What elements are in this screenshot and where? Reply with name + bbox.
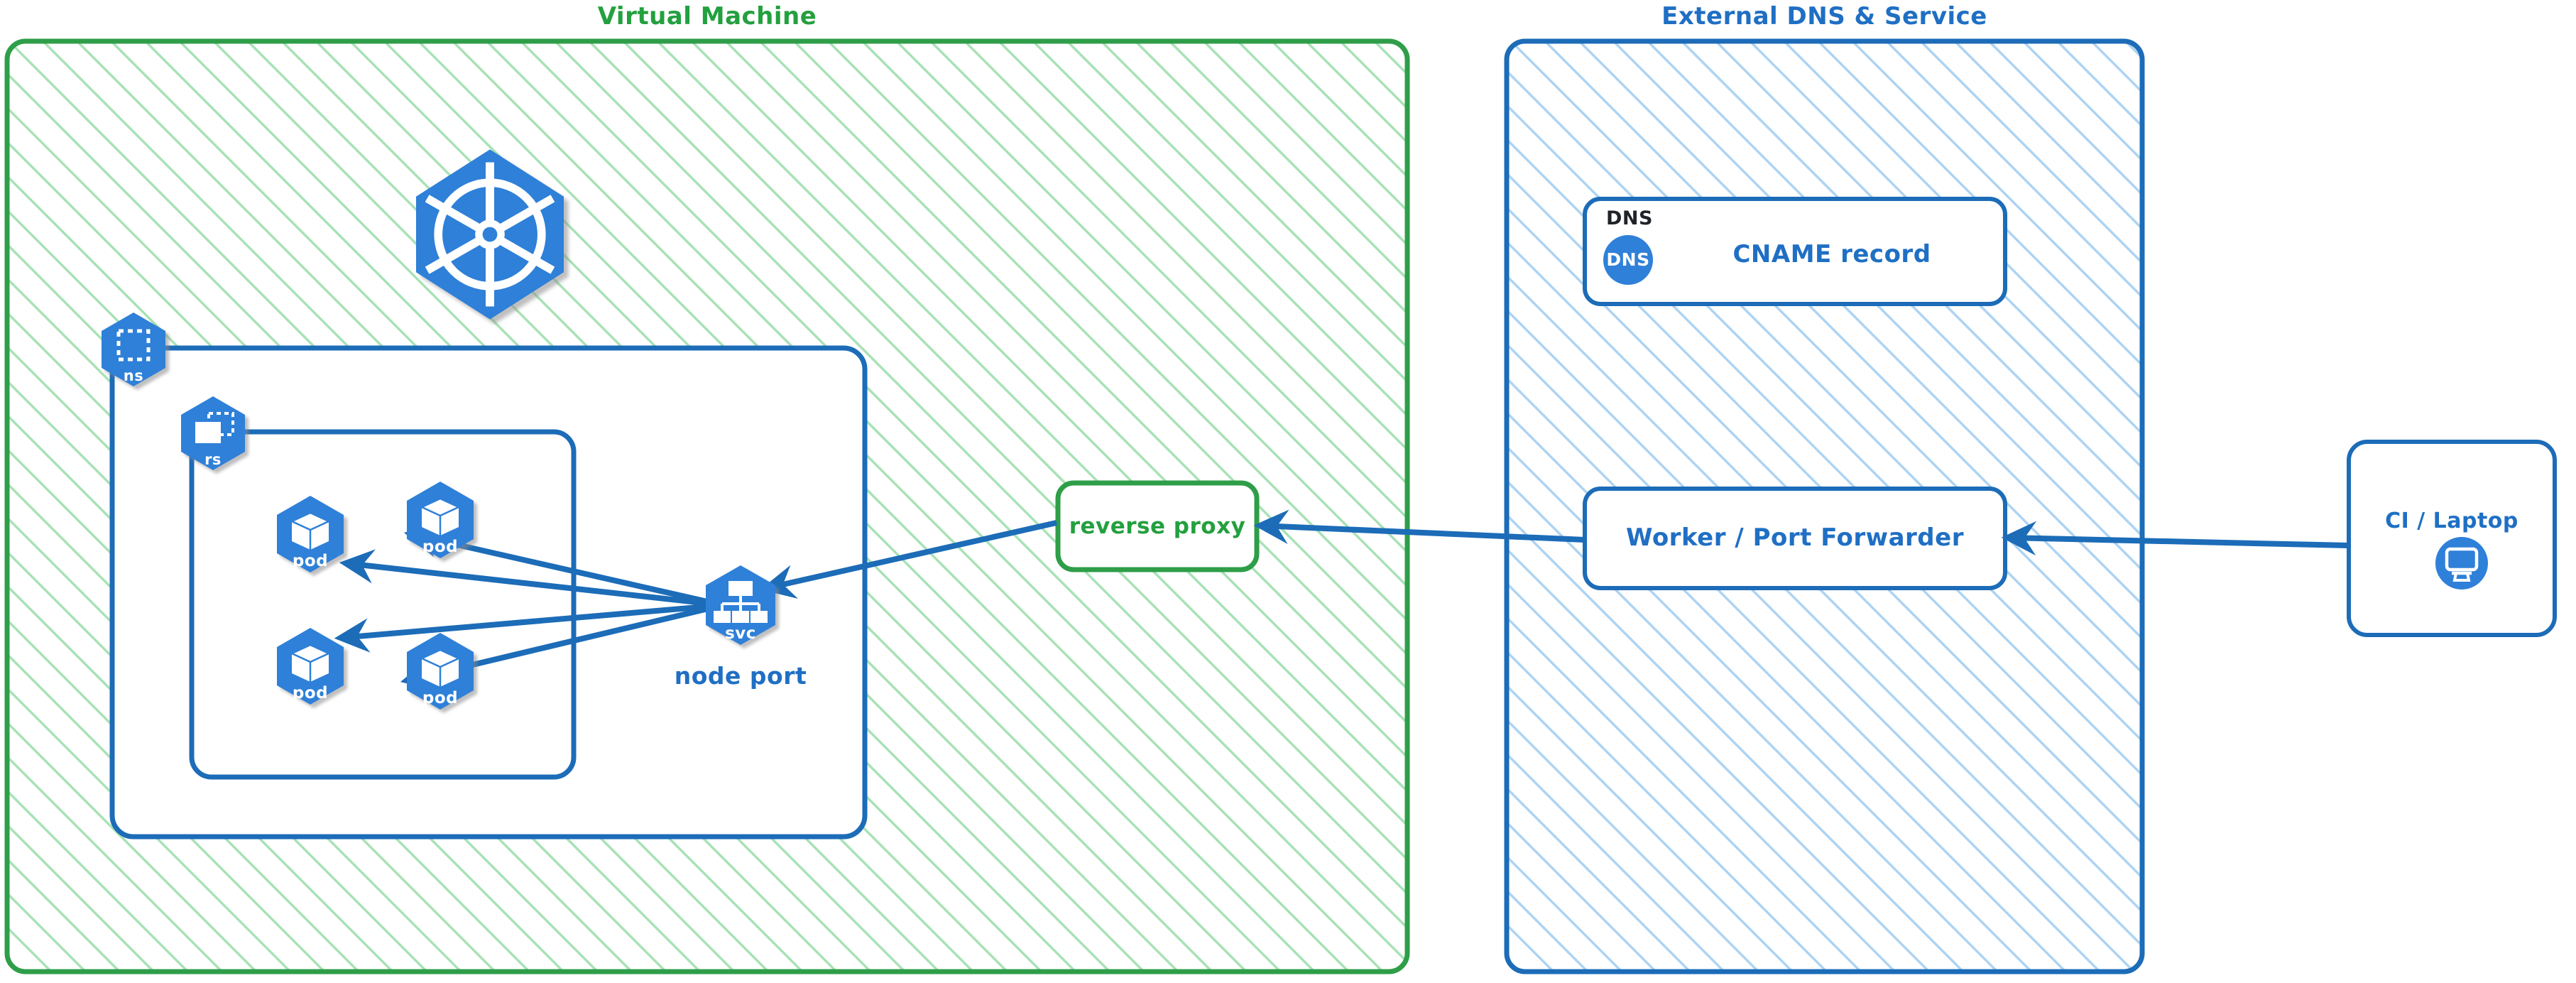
pod-cube-icon xyxy=(290,511,331,550)
ci-laptop-box[interactable] xyxy=(2347,440,2557,637)
ci-laptop-label: CI / Laptop xyxy=(2385,509,2518,533)
namespace-icon[interactable] xyxy=(102,313,165,386)
worker-card-label[interactable]: Worker / Port Forwarder xyxy=(1626,523,1964,552)
pod-cube-icon xyxy=(420,497,461,536)
desktop-monitor-icon xyxy=(2435,537,2488,590)
panel-title-external-dns-service: External DNS & Service xyxy=(1661,2,1987,31)
arrow-service-to-pod-2 xyxy=(403,523,724,608)
pod-label-4: pod xyxy=(422,689,459,707)
arrow-worker-to-reverse-proxy xyxy=(1253,509,1586,544)
replicaset-badge-label: rs xyxy=(204,451,222,468)
pod-label-1: pod xyxy=(292,552,329,570)
replicaset-box xyxy=(189,429,577,780)
pod-cube-icon xyxy=(290,643,331,682)
dns-card-body-label: CNAME record xyxy=(1732,240,1931,268)
pod-icon-1[interactable] xyxy=(277,496,344,572)
pod-cube-icon xyxy=(420,648,461,687)
pod-label-3: pod xyxy=(292,684,329,702)
arrow-service-to-pod-1 xyxy=(339,549,724,608)
dns-circle-icon xyxy=(1603,235,1653,285)
service-caption-node-port: node port xyxy=(674,662,807,690)
service-badge-label: svc xyxy=(725,624,756,643)
panel-title-virtual-machine: Virtual Machine xyxy=(597,2,817,31)
pod-icon-3[interactable] xyxy=(277,628,344,705)
dns-card-corner-label: DNS xyxy=(1606,207,1653,229)
service-icon[interactable] xyxy=(706,565,775,645)
dns-badge-label: DNS xyxy=(1606,249,1650,270)
replicaset-icon[interactable] xyxy=(181,396,245,470)
pod-label-2: pod xyxy=(422,538,459,556)
arrow-ci-laptop-to-worker xyxy=(2001,521,2349,556)
arrow-reverse-proxy-to-service xyxy=(760,520,1057,599)
pod-icon-group xyxy=(277,482,474,710)
namespace-badge-label: ns xyxy=(123,367,144,384)
dns-card-box[interactable] xyxy=(1583,197,2007,306)
pod-icon-4[interactable] xyxy=(407,633,474,710)
reverse-proxy-label[interactable]: reverse proxy xyxy=(1069,514,1246,539)
service-tree-icon xyxy=(714,581,768,623)
pod-icon-2[interactable] xyxy=(407,482,474,558)
kubernetes-wheel-icon xyxy=(416,149,564,320)
arrow-service-to-pod-3 xyxy=(334,602,724,653)
